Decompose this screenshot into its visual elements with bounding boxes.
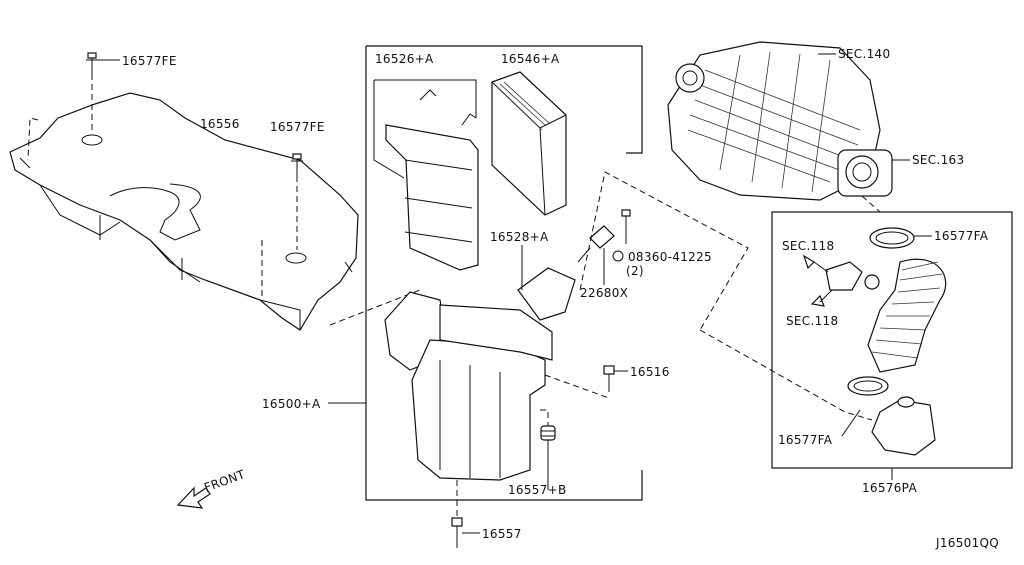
air-cleaner-housing — [384, 267, 576, 481]
label-clamp-bottom: 16577FA — [778, 433, 833, 447]
label-bolt-top-left: 16577FE — [122, 54, 177, 68]
bolt-icon — [291, 153, 303, 176]
diagram-code: J16501QQ — [935, 536, 999, 550]
bolt-icon — [86, 52, 98, 74]
label-sec-manifold: SEC.140 — [838, 47, 890, 61]
label-clamp-top: 16577FA — [934, 229, 989, 243]
label-bolt-side: 16516 — [630, 365, 670, 379]
label-sec-throttle: SEC.163 — [912, 153, 964, 167]
air-duct-cover — [9, 92, 359, 331]
label-housing-top: 16528+A — [490, 230, 549, 244]
label-filter: 16546+A — [501, 52, 560, 66]
front-arrow-icon — [176, 486, 211, 509]
grommet-icon — [540, 425, 556, 441]
arrow-icon — [802, 254, 815, 270]
screw-symbol-icon — [612, 250, 624, 262]
clamp-icon — [869, 227, 915, 249]
label-screw-qty: (2) — [626, 264, 644, 278]
throttle-body — [837, 149, 893, 197]
label-bolt-mid-left: 16577FE — [270, 120, 325, 134]
intake-sensor — [825, 261, 880, 291]
screw-icon — [621, 209, 631, 244]
assembly-frame — [365, 45, 643, 501]
label-duct-assy: 16576PA — [862, 481, 917, 495]
air-duct-hose — [867, 258, 947, 373]
clamp-icon — [847, 376, 889, 396]
air-filter-element — [491, 71, 567, 216]
label-sec-a: SEC.118 — [782, 239, 834, 253]
intake-manifold — [667, 41, 881, 201]
bolt-icon — [451, 517, 463, 548]
label-grommet: 16557+B — [508, 483, 567, 497]
label-air-cleaner-assy: 16500+A — [262, 397, 321, 411]
label-bracket: 16526+A — [375, 52, 434, 66]
label-sensor: 22680X — [580, 286, 628, 300]
filter-bracket — [385, 89, 479, 271]
resonator — [871, 396, 936, 456]
label-front: FRONT — [202, 467, 247, 495]
label-screw: 08360-41225 — [628, 250, 712, 264]
bolt-icon — [603, 365, 615, 392]
label-bolt-bottom: 16557 — [482, 527, 522, 541]
label-cover: 16556 — [200, 117, 240, 131]
arrow-icon — [810, 294, 825, 307]
label-sec-b: SEC.118 — [786, 314, 838, 328]
